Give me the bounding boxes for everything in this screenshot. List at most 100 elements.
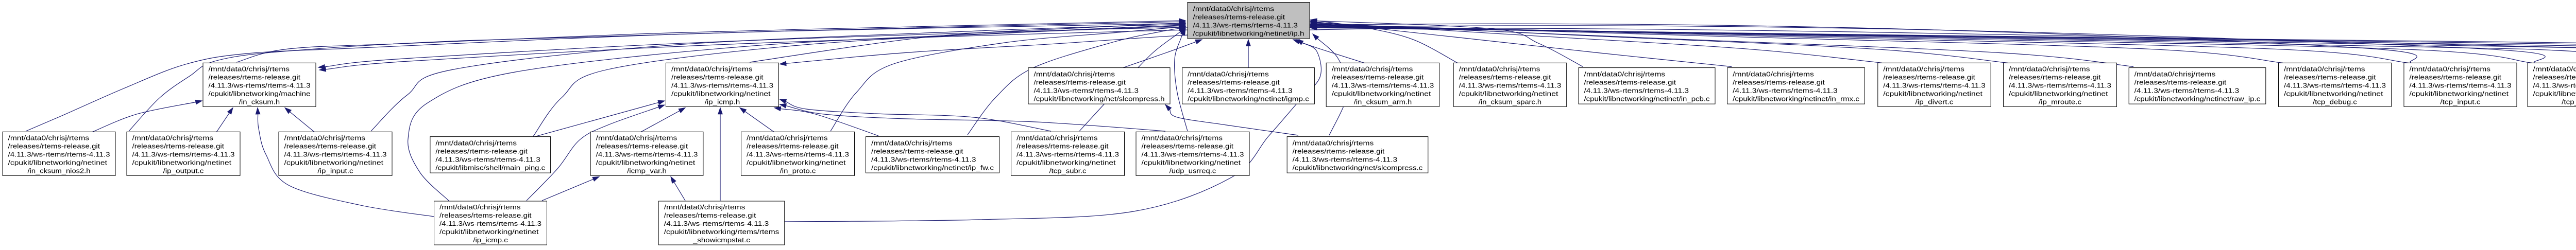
svg-text:/cpukit/libnetworking/netinet: /cpukit/libnetworking/netinet	[1459, 90, 1558, 98]
svg-text:/cpukit/libnetworking/net/slco: /cpukit/libnetworking/net/slcompress.c	[1293, 164, 1423, 172]
svg-text:/4.11.3/ws-rtems/rtems-4.11.3: /4.11.3/ws-rtems/rtems-4.11.3	[747, 151, 849, 158]
svg-text:/releases/rtems-release.git: /releases/rtems-release.git	[1584, 79, 1676, 86]
svg-text:/mnt/data0/chrisj/rtems: /mnt/data0/chrisj/rtems	[871, 139, 953, 147]
svg-text:/releases/rtems-release.git: /releases/rtems-release.git	[435, 148, 528, 155]
svg-text:/4.11.3/ws-rtems/rtems-4.11.3: /4.11.3/ws-rtems/rtems-4.11.3	[1188, 87, 1293, 95]
svg-text:/cpukit/libnetworking/machine: /cpukit/libnetworking/machine	[209, 90, 311, 98]
svg-text:/tcp_input.c: /tcp_input.c	[2440, 98, 2480, 106]
svg-text:/mnt/data0/chrisj/rtems: /mnt/data0/chrisj/rtems	[284, 134, 366, 142]
svg-text:/cpukit/libnetworking/netinet: /cpukit/libnetworking/netinet	[284, 159, 384, 167]
svg-text:/releases/rtems-release.git: /releases/rtems-release.git	[2410, 74, 2502, 81]
svg-text:/cpukit/libnetworking/netinet: /cpukit/libnetworking/netinet	[8, 159, 108, 167]
svg-text:/tcp_output.c: /tcp_output.c	[2562, 98, 2576, 106]
svg-text:/releases/rtems-release.git: /releases/rtems-release.git	[1016, 142, 1109, 150]
svg-text:/releases/rtems-release.git: /releases/rtems-release.git	[1142, 142, 1234, 150]
svg-text:/4.11.3/ws-rtems/rtems-4.11.3: /4.11.3/ws-rtems/rtems-4.11.3	[1733, 87, 1838, 95]
svg-text:/4.11.3/ws-rtems/rtems-4.11.3: /4.11.3/ws-rtems/rtems-4.11.3	[209, 82, 311, 90]
svg-text:/in_cksum.h: /in_cksum.h	[239, 98, 280, 106]
svg-text:/cpukit/libmisc/shell/main_pin: /cpukit/libmisc/shell/main_ping.c	[435, 164, 545, 172]
svg-text:/releases/rtems-release.git: /releases/rtems-release.git	[664, 211, 756, 219]
svg-text:/cpukit/libnetworking/netinet: /cpukit/libnetworking/netinet	[747, 159, 846, 167]
svg-text:/4.11.3/ws-rtems/rtems-4.11.3: /4.11.3/ws-rtems/rtems-4.11.3	[664, 220, 769, 227]
svg-text:/releases/rtems-release.git: /releases/rtems-release.git	[1733, 79, 1825, 86]
svg-text:/releases/rtems-release.git: /releases/rtems-release.git	[596, 142, 688, 150]
svg-text:/releases/rtems-release.git: /releases/rtems-release.git	[1332, 74, 1424, 81]
svg-text:/4.11.3/ws-rtems/rtems-4.11.3: /4.11.3/ws-rtems/rtems-4.11.3	[132, 151, 235, 158]
svg-text:/mnt/data0/chrisj/rtems: /mnt/data0/chrisj/rtems	[1188, 70, 1269, 78]
svg-text:/4.11.3/ws-rtems/rtems-4.11.3: /4.11.3/ws-rtems/rtems-4.11.3	[1016, 151, 1119, 158]
svg-text:/4.11.3/ws-rtems/rtems-4.11.3: /4.11.3/ws-rtems/rtems-4.11.3	[2009, 82, 2111, 90]
svg-text:/ip_input.c: /ip_input.c	[317, 167, 353, 175]
svg-text:/cpukit/libnetworking/netinet: /cpukit/libnetworking/netinet	[2284, 90, 2383, 98]
svg-text:/mnt/data0/chrisj/rtems: /mnt/data0/chrisj/rtems	[2410, 65, 2491, 73]
svg-text:/icmp_var.h: /icmp_var.h	[627, 167, 667, 175]
svg-text:/cpukit/libnetworking/netinet/: /cpukit/libnetworking/netinet/in_pcb.c	[1584, 95, 1710, 103]
svg-text:/cpukit/libnetworking/rtems/rt: /cpukit/libnetworking/rtems/rtems	[664, 228, 779, 236]
svg-text:/cpukit/libnetworking/netinet: /cpukit/libnetworking/netinet	[596, 159, 696, 167]
svg-text:/in_cksum_arm.h: /in_cksum_arm.h	[1354, 98, 1412, 106]
svg-text:/cpukit/libnetworking/netinet/: /cpukit/libnetworking/netinet/ip.h	[1193, 30, 1304, 38]
svg-text:/ip_mroute.c: /ip_mroute.c	[2039, 98, 2081, 106]
svg-text:/releases/rtems-release.git: /releases/rtems-release.git	[1193, 13, 1285, 21]
svg-text:/mnt/data0/chrisj/rtems: /mnt/data0/chrisj/rtems	[435, 139, 517, 147]
svg-text:/ip_divert.c: /ip_divert.c	[1916, 98, 1954, 106]
svg-text:/releases/rtems-release.git: /releases/rtems-release.git	[747, 142, 839, 150]
svg-text:/mnt/data0/chrisj/rtems: /mnt/data0/chrisj/rtems	[671, 65, 753, 73]
svg-text:/mnt/data0/chrisj/rtems: /mnt/data0/chrisj/rtems	[1293, 139, 1374, 147]
svg-text:/releases/rtems-release.git: /releases/rtems-release.git	[284, 142, 377, 150]
svg-text:/tcp_debug.c: /tcp_debug.c	[2313, 98, 2357, 106]
svg-text:/4.11.3/ws-rtems/rtems-4.11.3: /4.11.3/ws-rtems/rtems-4.11.3	[1459, 82, 1562, 90]
svg-text:/cpukit/libnetworking/netinet/: /cpukit/libnetworking/netinet/igmp.c	[1188, 95, 1309, 103]
svg-text:/mnt/data0/chrisj/rtems: /mnt/data0/chrisj/rtems	[2134, 70, 2216, 78]
svg-text:/cpukit/libnetworking/netinet/: /cpukit/libnetworking/netinet/in_rmx.c	[1733, 95, 1859, 103]
svg-text:/mnt/data0/chrisj/rtems: /mnt/data0/chrisj/rtems	[747, 134, 828, 142]
svg-text:/4.11.3/ws-rtems/rtems-4.11.3: /4.11.3/ws-rtems/rtems-4.11.3	[1193, 22, 1298, 29]
svg-text:/ip_icmp.h: /ip_icmp.h	[705, 98, 740, 106]
svg-text:/mnt/data0/chrisj/rtems: /mnt/data0/chrisj/rtems	[1883, 65, 1964, 73]
svg-text:/4.11.3/ws-rtems/rtems-4.11.3: /4.11.3/ws-rtems/rtems-4.11.3	[2410, 82, 2512, 90]
svg-text:/mnt/data0/chrisj/rtems: /mnt/data0/chrisj/rtems	[1142, 134, 1223, 142]
svg-text:/mnt/data0/chrisj/rtems: /mnt/data0/chrisj/rtems	[1193, 5, 1275, 13]
svg-text:/cpukit/libnetworking/netinet: /cpukit/libnetworking/netinet	[2533, 90, 2576, 98]
svg-text:/cpukit/libnetworking/netinet: /cpukit/libnetworking/netinet	[2009, 90, 2108, 98]
svg-text:/mnt/data0/chrisj/rtems: /mnt/data0/chrisj/rtems	[1016, 134, 1098, 142]
svg-text:/releases/rtems-release.git: /releases/rtems-release.git	[1188, 79, 1280, 86]
svg-text:/4.11.3/ws-rtems/rtems-4.11.3: /4.11.3/ws-rtems/rtems-4.11.3	[1034, 87, 1139, 95]
svg-text:/releases/rtems-release.git: /releases/rtems-release.git	[209, 74, 301, 81]
svg-text:/releases/rtems-release.git: /releases/rtems-release.git	[132, 142, 225, 150]
svg-text:/releases/rtems-release.git: /releases/rtems-release.git	[1883, 74, 1975, 81]
svg-text:/4.11.3/ws-rtems/rtems-4.11.3: /4.11.3/ws-rtems/rtems-4.11.3	[671, 82, 773, 90]
svg-text:/releases/rtems-release.git: /releases/rtems-release.git	[1034, 79, 1126, 86]
svg-text:/4.11.3/ws-rtems/rtems-4.11.3: /4.11.3/ws-rtems/rtems-4.11.3	[1584, 87, 1689, 95]
svg-text:/mnt/data0/chrisj/rtems: /mnt/data0/chrisj/rtems	[209, 65, 290, 73]
svg-text:/4.11.3/ws-rtems/rtems-4.11.3: /4.11.3/ws-rtems/rtems-4.11.3	[1142, 151, 1244, 158]
svg-text:/mnt/data0/chrisj/rtems: /mnt/data0/chrisj/rtems	[1584, 70, 1666, 78]
svg-text:/cpukit/libnetworking/netinet: /cpukit/libnetworking/netinet	[132, 159, 232, 167]
svg-text:/mnt/data0/chrisj/rtems: /mnt/data0/chrisj/rtems	[1733, 70, 1814, 78]
svg-text:/tcp_subr.c: /tcp_subr.c	[1049, 167, 1087, 175]
svg-text:/mnt/data0/chrisj/rtems: /mnt/data0/chrisj/rtems	[1459, 65, 1540, 73]
svg-text:/cpukit/libnetworking/netinet/: /cpukit/libnetworking/netinet/ip_fw.c	[871, 164, 994, 172]
svg-text:/cpukit/libnetworking/net/slco: /cpukit/libnetworking/net/slcompress.h	[1034, 95, 1165, 103]
svg-text:/4.11.3/ws-rtems/rtems-4.11.3: /4.11.3/ws-rtems/rtems-4.11.3	[1293, 156, 1398, 164]
svg-text:_showicmpstat.c: _showicmpstat.c	[692, 236, 750, 244]
svg-text:/releases/rtems-release.git: /releases/rtems-release.git	[1293, 148, 1385, 155]
svg-text:/releases/rtems-release.git: /releases/rtems-release.git	[871, 148, 963, 155]
svg-text:/ip_output.c: /ip_output.c	[163, 167, 204, 175]
svg-text:/in_proto.c: /in_proto.c	[780, 167, 816, 175]
svg-text:/4.11.3/ws-rtems/rtems-4.11.3: /4.11.3/ws-rtems/rtems-4.11.3	[871, 156, 976, 164]
svg-text:/4.11.3/ws-rtems/rtems-4.11.3: /4.11.3/ws-rtems/rtems-4.11.3	[1332, 82, 1434, 90]
svg-text:/cpukit/libnetworking/netinet: /cpukit/libnetworking/netinet	[439, 228, 539, 236]
svg-text:/in_cksum_nios2.h: /in_cksum_nios2.h	[28, 167, 91, 175]
svg-text:/4.11.3/ws-rtems/rtems-4.11.3: /4.11.3/ws-rtems/rtems-4.11.3	[1883, 82, 1985, 90]
svg-text:/releases/rtems-release.git: /releases/rtems-release.git	[439, 211, 532, 219]
svg-text:/mnt/data0/chrisj/rtems: /mnt/data0/chrisj/rtems	[1034, 70, 1115, 78]
svg-text:/mnt/data0/chrisj/rtems: /mnt/data0/chrisj/rtems	[132, 134, 214, 142]
svg-text:/releases/rtems-release.git: /releases/rtems-release.git	[2009, 74, 2101, 81]
svg-text:/releases/rtems-release.git: /releases/rtems-release.git	[1459, 74, 1551, 81]
svg-text:/mnt/data0/chrisj/rtems: /mnt/data0/chrisj/rtems	[596, 134, 677, 142]
svg-text:/4.11.3/ws-rtems/rtems-4.11.3: /4.11.3/ws-rtems/rtems-4.11.3	[439, 220, 541, 227]
svg-text:/releases/rtems-release.git: /releases/rtems-release.git	[8, 142, 100, 150]
svg-text:/releases/rtems-release.git: /releases/rtems-release.git	[2533, 74, 2576, 81]
svg-text:/releases/rtems-release.git: /releases/rtems-release.git	[2284, 74, 2376, 81]
